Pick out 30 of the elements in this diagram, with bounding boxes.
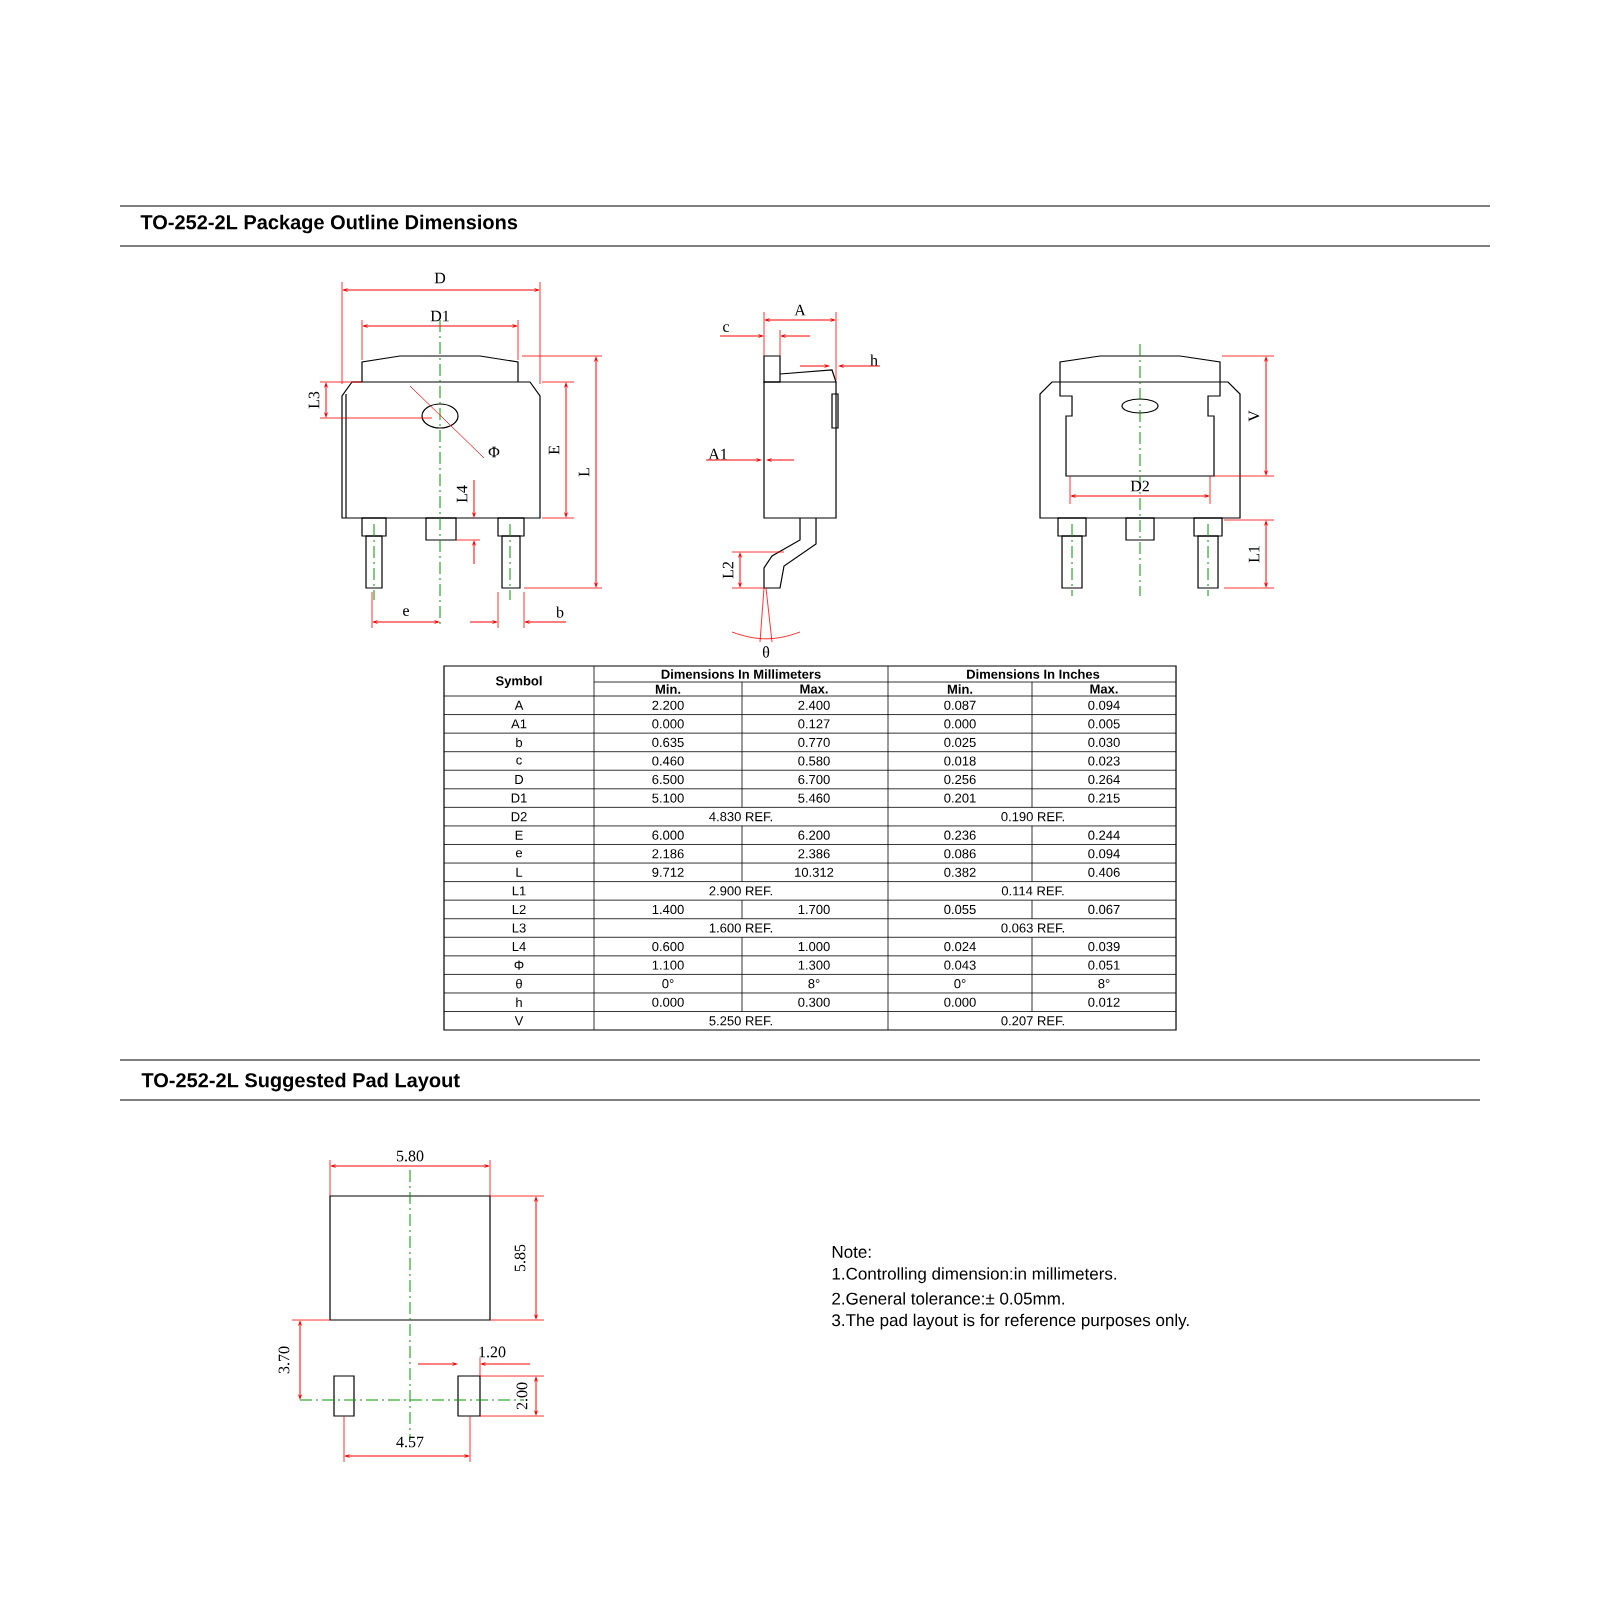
dimension-label: A [794,304,806,316]
dimension-label: 3.70 [278,1346,290,1374]
dimension-label: D2 [1130,480,1149,492]
dimension-label: h [870,354,878,366]
note-text: 1.Controlling dimension:in millimeters. [832,1267,1117,1284]
dimension-label: Φ [488,446,500,458]
dimension-label: 1.20 [479,1346,506,1358]
dimension-label: 5.85 [514,1244,526,1272]
dimension-label: L3 [308,391,320,409]
dimension-label: L [578,468,590,477]
dimension-label: L2 [722,562,734,579]
dimension-label: D [434,272,446,284]
note-text: Note: [832,1246,871,1258]
dimension-label: E [548,445,560,455]
dimension-label: 4.57 [396,1436,424,1448]
note-text: 3.The pad layout is for reference purposes only. [832,1313,1189,1330]
note-text: 2.General tolerance:± 0.05mm. [832,1292,1065,1305]
dimension-label: θ [762,646,770,658]
section-heading: TO-252-2L Package Outline Dimensions [140,214,518,234]
dimension-label: c [723,324,730,332]
dimension-label: 2.00 [516,1382,528,1410]
dimension-label: e [403,608,409,616]
dimension-label: D1 [430,310,449,322]
dimension-label: L4 [456,485,468,503]
dimension-label: L1 [1248,546,1260,563]
dimension-label: V [1248,410,1260,422]
dimension-label: b [556,606,564,618]
section-heading: TO-252-2L Suggested Pad Layout [141,1072,460,1092]
dimension-label: 5.80 [396,1150,424,1162]
dimension-label: A1 [708,448,727,460]
